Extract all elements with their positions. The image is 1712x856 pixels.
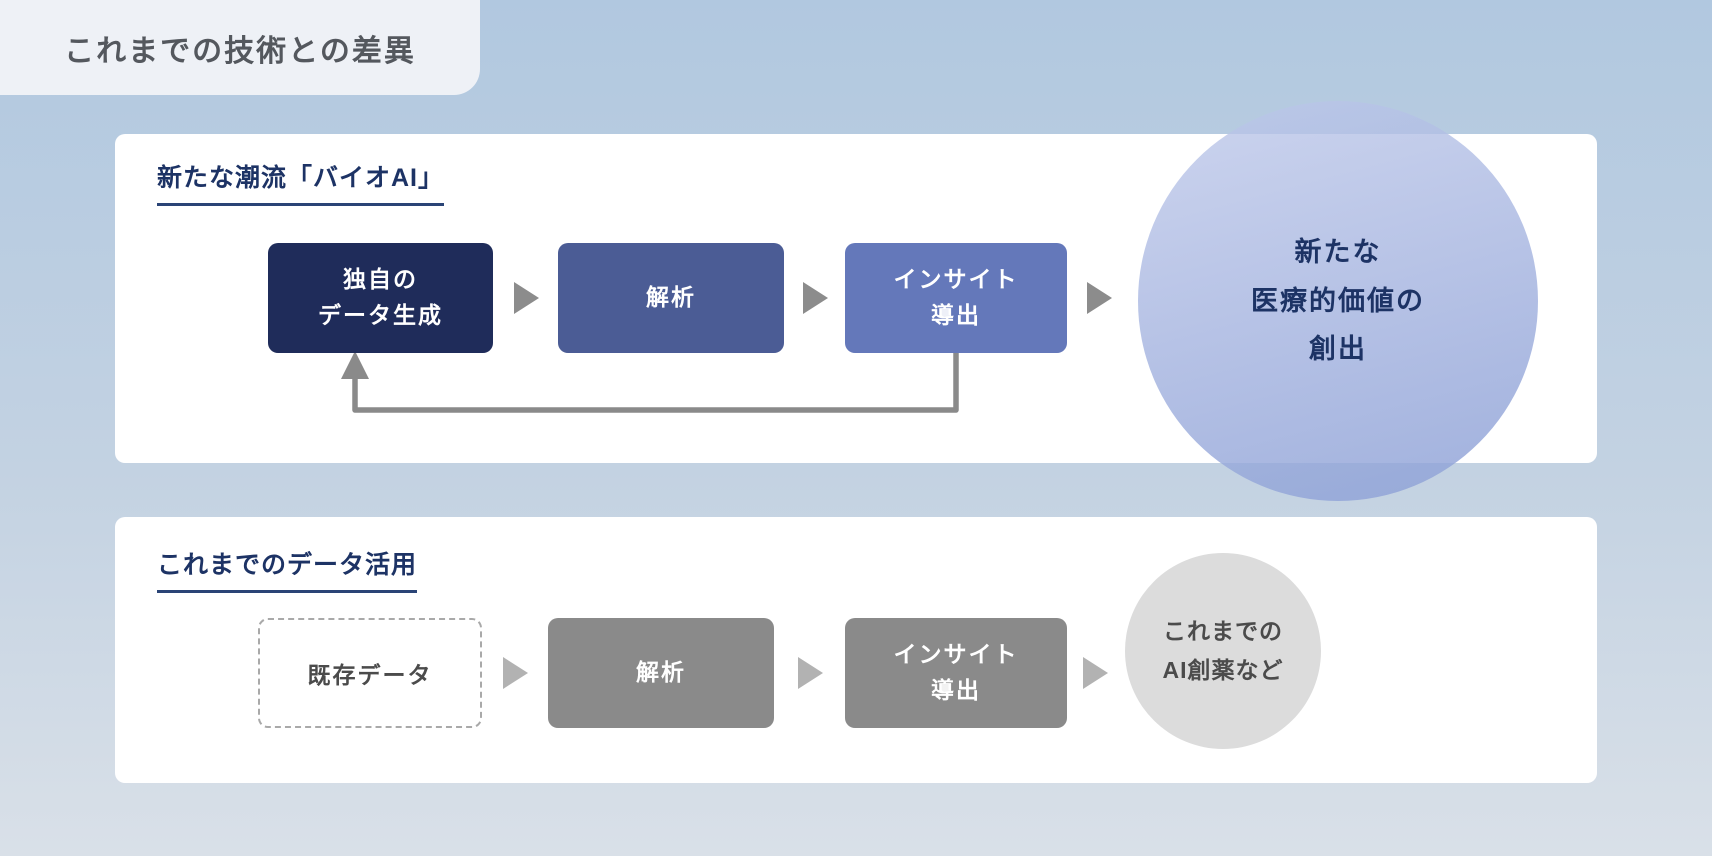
outcome-line: 新たな [1294,237,1382,268]
outcome-circle: 新たな 医療的価値の 創出 [1138,101,1538,501]
arrow-right-icon [798,657,823,689]
conventional-outcome-text: これまでの AI創薬など [1163,612,1284,690]
conventional-outcome-circle: これまでの AI創薬など [1125,553,1321,749]
step-label: 既存データ [307,662,433,688]
step-label: データ生成 [318,302,443,328]
outcome-line: 創出 [1309,334,1367,365]
page-title: これまでの技術との差異 [64,34,416,68]
arrow-up-icon [341,351,369,379]
step-label: 導出 [931,677,981,703]
conventional-heading: これまでのデータ活用 [157,545,418,593]
outcome-line: AI創薬など [1162,657,1284,683]
bio-ai-heading: 新たな潮流「バイオAI」 [157,158,445,206]
step-label: 導出 [931,302,981,328]
step-box-insight: インサイト 導出 [845,243,1067,353]
conventional-panel: これまでのデータ活用 既存データ 解析 インサイト 導出 これまでの AI創薬な… [115,517,1597,783]
step-label: インサイト [893,266,1019,293]
arrow-right-icon [1083,657,1108,689]
step-box-insight: インサイト 導出 [845,618,1067,728]
outcome-text: 新たな 医療的価値の 創出 [1251,228,1425,374]
step-box-analysis: 解析 [558,243,784,353]
step-label: 解析 [636,659,686,686]
arrow-right-icon [503,657,528,689]
title-tab: これまでの技術との差異 [0,0,480,95]
step-label: 解析 [646,284,696,311]
step-box-data-generation: 独自の データ生成 [268,243,493,353]
outcome-line: これまでの [1163,617,1283,644]
step-box-existing-data: 既存データ [258,618,482,728]
step-label: 独自の [343,266,418,293]
arrow-right-icon [514,282,539,314]
arrow-right-icon [1087,282,1112,314]
step-label: インサイト [893,641,1019,668]
step-box-analysis: 解析 [548,618,774,728]
arrow-right-icon [803,282,828,314]
bio-ai-panel: 新たな潮流「バイオAI」 新たな 医療的価値の 創出 独自の データ生成 解析 … [115,101,1597,501]
outcome-line: 医療的価値の [1251,285,1425,316]
